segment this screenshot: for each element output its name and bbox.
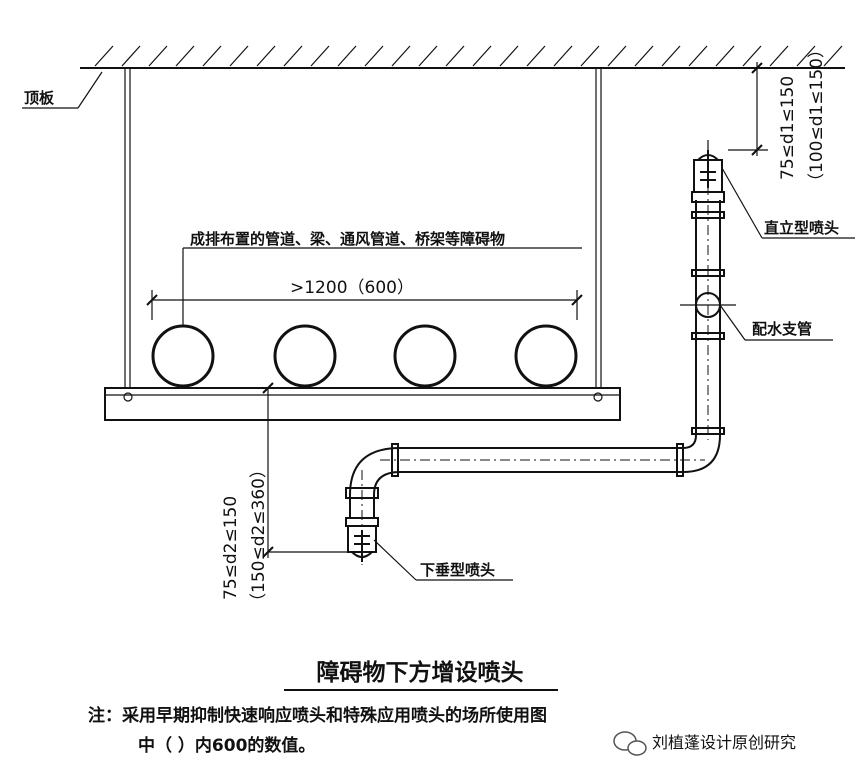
upright-sprinkler-label: 直立型喷头	[764, 219, 839, 237]
d1-label: 75≤d1≤150	[778, 76, 798, 180]
obstruction-label: 成排布置的管道、梁、通风管道、桥架等障碍物	[190, 230, 505, 248]
hatch-mark	[769, 45, 789, 67]
note-line-2: 中（ ）内600的数值。	[138, 735, 315, 756]
pendent-sprinkler	[345, 487, 379, 562]
support-tray	[104, 387, 621, 421]
branch-pipe-label: 配水支管	[752, 320, 812, 338]
pendent-sprinkler-label-group: 下垂型喷头	[373, 539, 513, 581]
hatch-mark	[472, 45, 492, 67]
ceiling-label: 顶板	[24, 89, 55, 107]
d1-alt-label: （100≤d1≤150）	[807, 41, 827, 190]
hatch-mark	[283, 45, 303, 67]
hatch-mark	[418, 45, 438, 67]
hatch-mark	[175, 45, 195, 67]
hatch-mark	[634, 45, 654, 67]
hatch-mark	[796, 45, 816, 67]
d1-dimension: 75≤d1≤150 （100≤d1≤150）	[728, 41, 827, 190]
obstruction-pipes	[151, 324, 578, 388]
hatch-mark	[202, 45, 222, 67]
hatch-mark	[310, 45, 330, 67]
ceiling-label-group: 顶板	[22, 71, 103, 109]
note-line-1: 注：采用早期抑制快速响应喷头和特殊应用喷头的场所使用图	[88, 705, 547, 726]
pendent-sprinkler-label: 下垂型喷头	[420, 561, 495, 579]
obstruction-pipe	[393, 324, 457, 388]
hanger-rods	[124, 68, 602, 388]
hatch-mark	[391, 45, 411, 67]
hatch-mark	[148, 45, 168, 67]
upright-sprinkler-label-group: 直立型喷头	[721, 167, 855, 239]
spacing-label: >1200（600）	[290, 278, 414, 298]
upright-sprinkler	[691, 140, 725, 203]
hatch-mark	[823, 45, 843, 67]
watermark-group: 刘植蓬设计原创研究	[613, 731, 796, 756]
spacing-dimension: >1200（600）	[146, 278, 583, 320]
watermark-text: 刘植蓬设计原创研究	[652, 733, 796, 752]
d2-label: 75≤d2≤150	[221, 496, 241, 600]
d2-alt-label: （150≤d2≤360）	[249, 461, 269, 610]
ceiling-hatch	[94, 45, 843, 67]
hatch-mark	[337, 45, 357, 67]
hatch-mark	[553, 45, 573, 67]
hatch-mark	[526, 45, 546, 67]
hatch-mark	[715, 45, 735, 67]
hatch-mark	[607, 45, 627, 67]
hatch-mark	[364, 45, 384, 67]
hatch-mark	[94, 45, 114, 67]
branch-pipe-label-group: 配水支管	[719, 304, 833, 341]
hatch-mark	[742, 45, 762, 67]
hatch-mark	[121, 45, 141, 67]
ceiling-slab	[80, 45, 845, 69]
wechat-icon	[613, 731, 647, 756]
hatch-mark	[445, 45, 465, 67]
obstruction-pipe	[514, 324, 578, 388]
obstruction-pipe	[151, 324, 215, 388]
hatch-mark	[229, 45, 249, 67]
title-group: 障碍物下方增设喷头	[284, 659, 558, 691]
hatch-mark	[499, 45, 519, 67]
hatch-mark	[688, 45, 708, 67]
pipe-system	[349, 185, 736, 565]
obstruction-label-group: 成排布置的管道、梁、通风管道、桥架等障碍物	[182, 230, 582, 326]
diagram-title: 障碍物下方增设喷头	[317, 659, 524, 686]
d2-dimension: 75≤d2≤150 （150≤d2≤360）	[221, 382, 348, 610]
hatch-mark	[580, 45, 600, 67]
hatch-mark	[661, 45, 681, 67]
hatch-mark	[256, 45, 276, 67]
obstruction-pipe	[273, 324, 337, 388]
